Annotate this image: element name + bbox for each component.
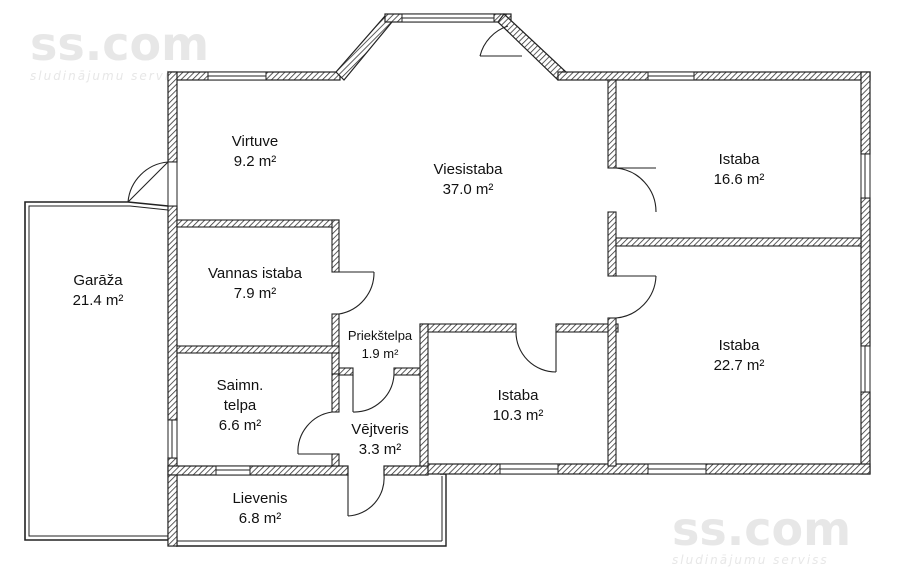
watermark-top-left: ss.com sludinājumu serviss (30, 17, 209, 83)
room-name: Priekštelpa (348, 328, 413, 343)
utility-door[interactable] (297, 411, 333, 455)
garage-walls (24, 201, 169, 541)
room-vannas-istaba: Vannas istaba 7.9 m² (208, 265, 303, 302)
room-name: Viesistaba (434, 161, 504, 178)
vestibule-inner-door[interactable] (352, 374, 395, 413)
room-name: Istaba (498, 387, 540, 404)
doors (127, 25, 657, 517)
room-priekstelpa: Priekštelpa 1.9 m² (348, 328, 413, 361)
room-istaba-se: Istaba 22.7 m² (714, 337, 765, 374)
windows (167, 13, 871, 476)
room-area: 9.2 m² (234, 153, 277, 170)
room-se-door[interactable] (615, 275, 657, 319)
room-name-line2: telpa (224, 397, 257, 414)
room-name: Istaba (719, 151, 761, 168)
bay-door[interactable] (479, 25, 522, 57)
room-area: 22.7 m² (714, 357, 765, 374)
exterior-walls (167, 13, 871, 547)
porch-walls (176, 473, 447, 547)
room-area: 10.3 m² (493, 407, 544, 424)
room-name: Vējtveris (351, 421, 409, 438)
room-area: 6.6 m² (219, 417, 262, 434)
room-garaza: Garāža 21.4 m² (73, 272, 124, 309)
room-vejtveris: Vējtveris 3.3 m² (351, 421, 409, 458)
watermark-logo: ss.com (672, 502, 851, 556)
room-istaba-mid: Istaba 10.3 m² (493, 387, 544, 424)
room-area: 16.6 m² (714, 171, 765, 188)
room-saimn-telpa: Saimn. telpa 6.6 m² (217, 377, 264, 434)
interior-walls (167, 79, 862, 547)
room-area: 37.0 m² (443, 181, 494, 198)
watermark-logo: ss.com (30, 17, 209, 71)
room-name: Vannas istaba (208, 265, 303, 282)
room-area: 21.4 m² (73, 292, 124, 309)
room-mid-door[interactable] (515, 331, 557, 373)
room-name: Istaba (719, 337, 761, 354)
room-area: 1.9 m² (362, 346, 400, 361)
room-name: Lievenis (232, 490, 287, 507)
garage-door[interactable] (127, 161, 169, 203)
watermark-tagline: sludinājumu serviss (30, 69, 187, 83)
room-area: 6.8 m² (239, 510, 282, 527)
room-istaba-ne: Istaba 16.6 m² (714, 151, 765, 188)
room-lievenis: Lievenis 6.8 m² (232, 490, 287, 527)
room-name: Virtuve (232, 133, 278, 150)
room-ne-door[interactable] (615, 167, 657, 213)
watermark-bottom-right: ss.com sludinājumu serviss (672, 502, 851, 567)
bath-door[interactable] (338, 271, 375, 315)
room-viesistaba: Viesistaba 37.0 m² (434, 161, 504, 198)
entrance-door[interactable] (347, 474, 385, 517)
room-name: Garāža (73, 272, 123, 289)
room-name: Saimn. (217, 377, 264, 394)
room-area: 3.3 m² (359, 441, 402, 458)
watermark-tagline: sludinājumu serviss (672, 553, 829, 567)
room-area: 7.9 m² (234, 285, 277, 302)
room-virtuve: Virtuve 9.2 m² (232, 133, 278, 170)
